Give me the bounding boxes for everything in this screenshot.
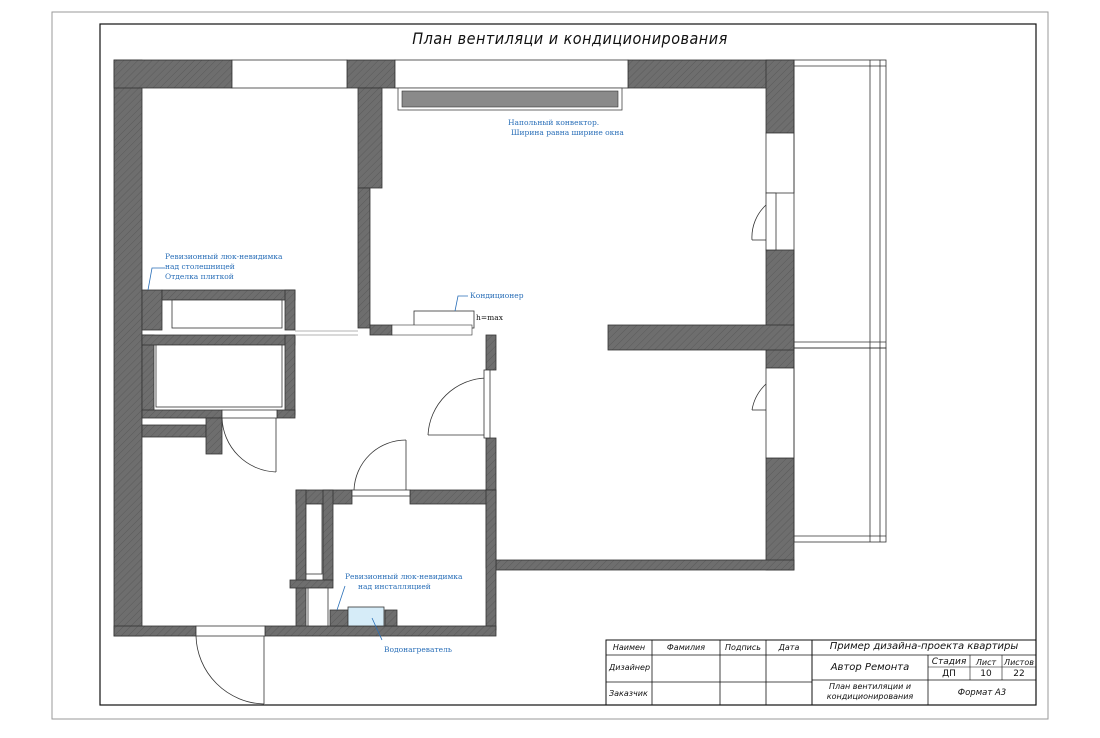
tb-project-title: Пример дизайна-проекта квартиры — [829, 641, 1019, 652]
tb-sheet-label: Лист — [975, 658, 997, 667]
hatch-bottom-note-line2: над инсталляцией — [358, 582, 431, 591]
tb-drawing-name-line2: кондиционирования — [826, 692, 914, 701]
room-fixtures — [155, 299, 329, 627]
tb-drawing-name-line1: План вентиляции и — [828, 682, 912, 691]
windows — [231, 59, 795, 459]
tb-row-designer: Дизайнер — [609, 663, 651, 672]
convector-note-line2: Ширина равна ширине окна — [511, 128, 624, 137]
balconies — [793, 59, 887, 543]
inner-frame — [99, 23, 1037, 706]
tb-header-name: Наимен — [612, 643, 646, 652]
tb-stage-label: Стадия — [931, 657, 967, 667]
tb-sheets-label: Листов — [1004, 658, 1034, 667]
water-heater-note: Водонагреватель — [384, 645, 452, 654]
hatch-top-note-line2: над столешницей — [165, 262, 235, 271]
hatch-top-note-line3: Отделка плиткой — [165, 272, 234, 281]
convector — [401, 90, 619, 108]
tb-sheet-value: 10 — [980, 669, 992, 679]
conditioner-note: Кондиционер — [470, 291, 524, 300]
conditioner-height-note: h=max — [476, 313, 503, 322]
tb-header-date: Дата — [778, 643, 800, 652]
tb-sheets-value: 22 — [1013, 669, 1025, 679]
tb-author: Автор Ремонта — [830, 662, 910, 673]
convector-note-line1: Напольный конвектор. — [508, 118, 600, 127]
hatch-top-note-line1: Ревизионный люк-невидимка — [165, 252, 283, 261]
opening-middle — [391, 324, 473, 336]
walls — [113, 59, 795, 637]
doors — [195, 204, 767, 705]
tb-header-surname: Фамилия — [666, 643, 706, 652]
drawing-title: План вентиляци и кондиционирования — [412, 29, 728, 48]
tb-header-signature: Подпись — [725, 643, 761, 652]
annotation-leaders — [147, 267, 468, 641]
tb-format: Формат А3 — [957, 688, 1007, 698]
tb-stage-value: ДП — [942, 669, 956, 679]
hatch-bottom-note-line1: Ревизионный люк-невидимка — [345, 572, 463, 581]
tb-row-customer: Заказчик — [609, 689, 648, 698]
outer-frame — [51, 11, 1049, 720]
water-heater — [347, 606, 385, 627]
title-block — [605, 639, 1037, 706]
